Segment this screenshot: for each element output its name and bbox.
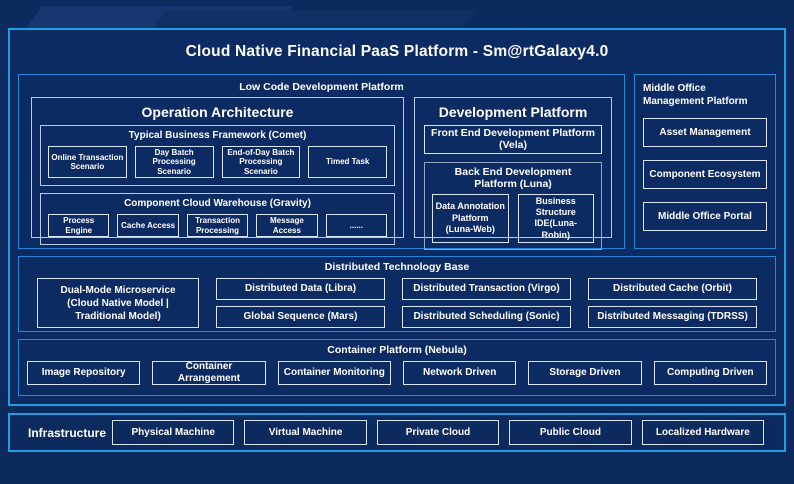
luna-group-title: Back End Development Platform (Luna) xyxy=(454,165,572,190)
low-code-development-platform-section: Low Code Development Platform Operation … xyxy=(18,74,625,250)
distributed-column: Distributed Transaction (Virgo) Distribu… xyxy=(402,278,571,328)
operation-architecture-title: Operation Architecture xyxy=(141,104,294,120)
middle-office-section-label: Middle Office Management Platform xyxy=(643,83,748,107)
distributed-content-row: Dual-Mode Microservice (Cloud Native Mod… xyxy=(37,278,757,328)
node-component-ecosystem: Component Ecosystem xyxy=(643,160,767,189)
node-distributed-messaging-tdrss: Distributed Messaging (TDRSS) xyxy=(588,306,757,328)
node-storage-driven: Storage Driven xyxy=(528,361,642,385)
upper-row: Low Code Development Platform Operation … xyxy=(18,74,776,250)
node-front-end-development-platform-vela: Front End Development Platform (Vela) xyxy=(424,125,602,154)
container-platform-row: Image Repository Container Arrangement C… xyxy=(27,361,767,385)
node-global-sequence-mars: Global Sequence (Mars) xyxy=(216,306,385,328)
node-timed-task: Timed Task xyxy=(308,146,387,179)
operation-architecture-panel: Operation Architecture Typical Business … xyxy=(31,97,404,246)
comet-items-row: Online Transaction Scenario Day Batch Pr… xyxy=(48,146,387,179)
node-distributed-transaction-virgo: Distributed Transaction (Virgo) xyxy=(402,278,571,300)
page-title: Cloud Native Financial PaaS Platform - S… xyxy=(185,43,609,60)
node-online-transaction-scenario: Online Transaction Scenario xyxy=(48,146,127,179)
container-platform-section: Container Platform (Nebula) Image Reposi… xyxy=(18,339,776,396)
node-label-line: Business Structure xyxy=(535,195,576,217)
node-public-cloud: Public Cloud xyxy=(509,420,632,445)
node-private-cloud: Private Cloud xyxy=(376,420,500,445)
low-code-section-label: Low Code Development Platform xyxy=(239,81,404,93)
node-network-driven: Network Driven xyxy=(402,361,517,385)
node-middle-office-portal: Middle Office Portal xyxy=(643,202,767,231)
node-image-repository: Image Repository xyxy=(27,361,141,385)
node-business-structure-ide: Business Structure IDE(Luna-Robin) xyxy=(517,193,594,243)
node-physical-machine: Physical Machine xyxy=(112,420,235,445)
back-end-development-platform-group: Back End Development Platform (Luna) Dat… xyxy=(424,161,602,250)
comet-group-title: Typical Business Framework (Comet) xyxy=(128,130,307,141)
distributed-column: Distributed Data (Libra) Global Sequence… xyxy=(216,278,385,328)
node-cache-access: Cache Access xyxy=(117,214,179,238)
decorative-diagonal-band xyxy=(153,10,477,28)
node-distributed-data-libra: Distributed Data (Libra) xyxy=(216,278,385,300)
node-end-of-day-batch-processing-scenario: End-of-Day Batch Processing Scenario xyxy=(221,146,301,179)
node-day-batch-processing-scenario: Day Batch Processing Scenario xyxy=(134,146,214,179)
gravity-items-row: Process Engine Cache Access Transaction … xyxy=(48,214,388,238)
typical-business-framework-group: Typical Business Framework (Comet) Onlin… xyxy=(40,125,395,187)
node-label-line: (Luna-Web) xyxy=(445,223,495,234)
node-ellipsis: ...... xyxy=(325,214,388,238)
gravity-group-title: Component Cloud Warehouse (Gravity) xyxy=(124,198,311,210)
component-cloud-warehouse-group: Component Cloud Warehouse (Gravity) Proc… xyxy=(40,193,395,246)
infrastructure-section: Infrastructure Physical Machine Virtual … xyxy=(8,413,786,452)
middle-office-management-platform-section: Middle Office Management Platform Asset … xyxy=(634,74,776,249)
distributed-section-label: Distributed Technology Base xyxy=(324,261,470,273)
infrastructure-section-label: Infrastructure xyxy=(28,425,107,440)
node-container-arrangement: Container Arrangement xyxy=(152,361,266,385)
node-label-line: IDE(Luna-Robin) xyxy=(534,218,578,240)
infrastructure-row: Physical Machine Virtual Machine Private… xyxy=(112,420,765,445)
platform-diagram-panel: Cloud Native Financial PaaS Platform - S… xyxy=(8,28,786,406)
low-code-content-row: Operation Architecture Typical Business … xyxy=(31,97,612,250)
node-computing-driven: Computing Driven xyxy=(653,361,767,385)
node-virtual-machine: Virtual Machine xyxy=(244,420,367,445)
container-platform-section-label: Container Platform (Nebula) xyxy=(327,344,467,356)
node-message-access: Message Access xyxy=(256,214,318,238)
development-platform-title: Development Platform xyxy=(438,104,588,120)
node-container-monitoring: Container Monitoring xyxy=(277,361,391,385)
luna-items-row: Data Annotation Platform (Luna-Web) Busi… xyxy=(432,193,594,243)
node-localized-hardware: Localized Hardware xyxy=(641,420,765,445)
distributed-technology-base-section: Distributed Technology Base Dual-Mode Mi… xyxy=(18,256,776,332)
node-data-annotation-platform: Data Annotation Platform (Luna-Web) xyxy=(432,193,509,243)
node-distributed-cache-orbit: Distributed Cache (Orbit) xyxy=(588,278,757,300)
node-transaction-processing: Transaction Processing xyxy=(186,214,249,238)
node-distributed-scheduling-sonic: Distributed Scheduling (Sonic) xyxy=(402,306,571,328)
distributed-column: Distributed Cache (Orbit) Distributed Me… xyxy=(588,278,757,328)
node-dual-mode-microservice: Dual-Mode Microservice (Cloud Native Mod… xyxy=(37,278,199,328)
development-platform-panel: Development Platform Front End Developme… xyxy=(414,97,612,250)
node-label-line: Data Annotation Platform xyxy=(435,201,505,223)
node-asset-management: Asset Management xyxy=(643,118,767,147)
node-process-engine: Process Engine xyxy=(48,214,110,238)
